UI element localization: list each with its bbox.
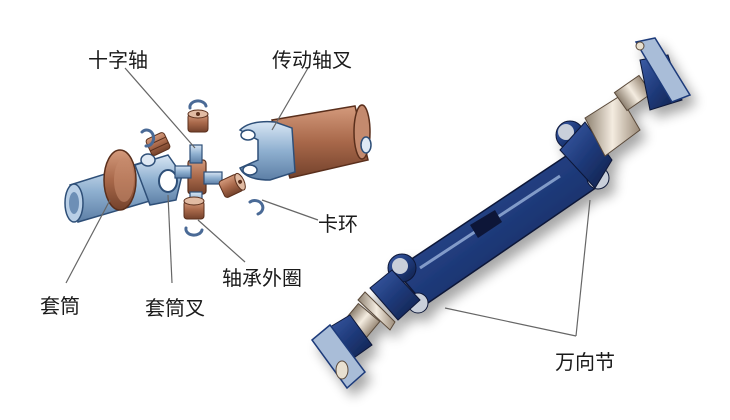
sleeve-copper-ring [103,149,137,211]
label-sleeve-yoke: 套筒叉 [145,296,205,320]
snap-rings [140,99,265,237]
label-drive-shaft-yoke: 传动轴叉 [272,48,352,72]
bearing-cups [145,109,246,220]
exploded-joint [64,99,372,237]
label-universal-joint: 万向节 [555,350,615,374]
leader-lines [65,67,591,337]
label-bearing-cup: 轴承外圈 [222,266,302,290]
sleeve-yoke-part [134,153,183,206]
assembled-drive-shaft [310,37,692,390]
upper-universal-joint [555,37,692,190]
drive-shaft-yoke-part [238,104,372,181]
lower-universal-joint [310,253,429,390]
label-cross-shaft: 十字轴 [88,48,148,72]
label-snap-ring: 卡环 [318,212,358,236]
label-sleeve: 套筒 [40,294,80,318]
